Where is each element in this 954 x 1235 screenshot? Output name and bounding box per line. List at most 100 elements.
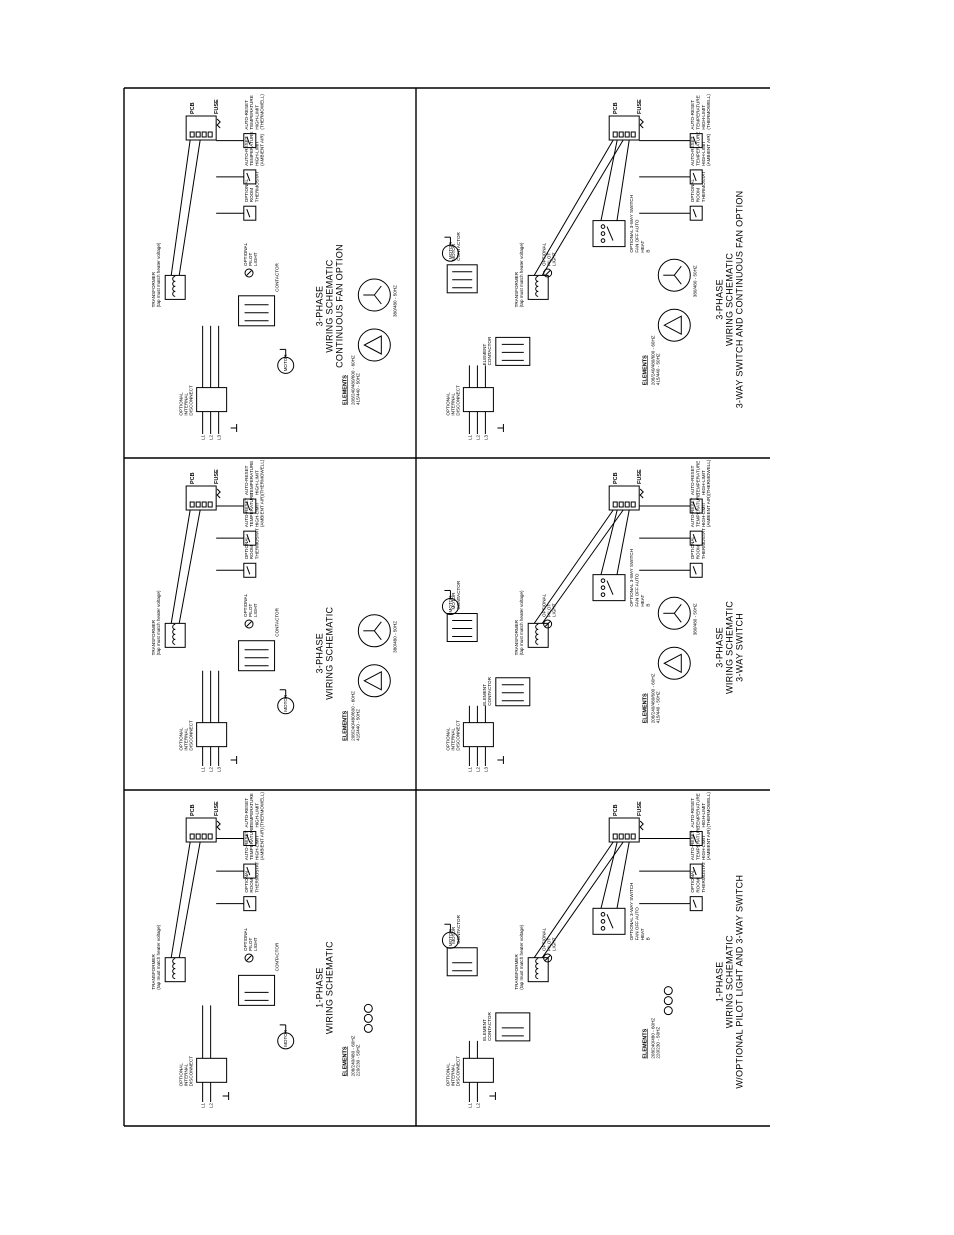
element-voltage-label: 415/440 - 50HZ bbox=[655, 353, 660, 385]
thermostat-label: HIGH-LIMIT bbox=[254, 835, 259, 860]
transformer-label: (tap must match heater voltage) bbox=[519, 242, 524, 307]
disconnect-label: DISCONNECT bbox=[189, 1056, 194, 1087]
elements-label: ELEMENTS bbox=[342, 711, 348, 741]
contactor-box bbox=[238, 974, 276, 1006]
transformer-coil bbox=[172, 633, 176, 640]
switch-label: HEAT bbox=[640, 240, 645, 252]
element-voltage-label: 380/480 - 50HZ bbox=[692, 603, 697, 635]
thermostat-label: OPTIONAL bbox=[244, 536, 249, 560]
pilot-light-label: PILOT bbox=[248, 604, 253, 617]
supply-line-label: L1 bbox=[467, 766, 472, 772]
motor-contactor-label: CONTACTOR bbox=[456, 580, 461, 609]
element-voltage-label: 380/480 - 50HZ bbox=[692, 265, 697, 297]
pilot-light-cross bbox=[246, 270, 252, 276]
pcb-label: PCB bbox=[613, 102, 619, 114]
thermostat-label: TEMPERATURE bbox=[696, 826, 701, 860]
element-voltage-label: 380/480 - 50HZ bbox=[392, 285, 397, 317]
thermostat-label: THERMOSTAT bbox=[254, 171, 259, 202]
pilot-light-label: LIGHT bbox=[253, 603, 258, 617]
thermostat-label: AUTO-RESET bbox=[690, 497, 695, 527]
switch-label: OPTIONAL 3-WAY SWITCH bbox=[629, 883, 634, 941]
disconnect-label: OPTIONAL bbox=[445, 392, 450, 416]
disconnect-box bbox=[196, 722, 228, 748]
disconnect-label: OPTIONAL bbox=[179, 1063, 184, 1087]
supply-line-label: L2 bbox=[475, 1102, 480, 1108]
pilot-light-cross bbox=[544, 270, 551, 276]
pilot-light-label: OPTIONAL bbox=[542, 927, 547, 951]
supply-line-label: L1 bbox=[201, 434, 206, 440]
three-way-switch-box bbox=[592, 907, 626, 935]
element-wye-frame bbox=[657, 596, 691, 630]
disconnect-label: DISCONNECT bbox=[189, 385, 194, 416]
switch-terminal bbox=[600, 926, 606, 931]
element-wye-icon bbox=[373, 621, 382, 632]
element-delta-icon bbox=[363, 670, 382, 691]
elements-label: ELEMENTS bbox=[342, 375, 348, 405]
element-voltage-label: 208/240/480/600 - 60HZ bbox=[650, 673, 655, 723]
fuse-icon bbox=[216, 820, 221, 831]
fuse-label: FUSE bbox=[214, 469, 220, 484]
control-wire bbox=[178, 139, 201, 276]
disconnect-label: INTERNAL bbox=[184, 392, 189, 415]
title-line: 1-PHASE bbox=[314, 967, 324, 1008]
supply-line-label: L1 bbox=[467, 434, 472, 440]
control-wire bbox=[178, 509, 201, 624]
transformer-coil bbox=[172, 628, 176, 635]
element-voltage-label: 208/240/480/600 - 60HZ bbox=[650, 335, 655, 385]
thermostat-box bbox=[689, 896, 703, 912]
transformer-label: TRANSFORMER bbox=[514, 954, 519, 990]
element-contactor-label: ELEMENT bbox=[482, 344, 487, 366]
element-voltage-label: 208/240/480 - 60HZ bbox=[350, 1035, 355, 1076]
fuse-label: FUSE bbox=[214, 801, 220, 816]
motor-contactor-label: CONTACTOR bbox=[456, 231, 461, 260]
disconnect-label: DISCONNECT bbox=[455, 385, 460, 416]
thermostat-label: AUTO-RESET bbox=[244, 497, 249, 527]
switch-label: FAN OFF AUTO bbox=[635, 907, 640, 941]
switch-contact bbox=[606, 226, 614, 241]
thermostat-box bbox=[689, 562, 703, 578]
contactor-box bbox=[238, 640, 276, 672]
switch-wire bbox=[616, 139, 630, 221]
title-line: WIRING SCHEMATIC bbox=[324, 941, 334, 1034]
elements-label: ELEMENTS bbox=[642, 693, 648, 723]
panel-grid bbox=[123, 87, 770, 1127]
element-voltage-label: 208/240/480 - 60HZ bbox=[650, 1018, 655, 1059]
title-line: WIRING SCHEMATIC bbox=[725, 253, 735, 346]
thermostat-label: HIGH-LIMIT bbox=[701, 502, 706, 527]
control-wire bbox=[541, 509, 624, 624]
switch-terminal bbox=[600, 585, 606, 590]
disconnect-box bbox=[462, 722, 494, 748]
switch-terminal bbox=[600, 919, 606, 924]
fuse-icon bbox=[639, 488, 644, 499]
title-line: 3-PHASE bbox=[715, 279, 725, 320]
thermostat-contact bbox=[692, 533, 697, 543]
transformer-coil bbox=[172, 290, 176, 297]
thermostat-label: TEMPERATURE bbox=[249, 95, 254, 129]
pilot-light-icon bbox=[244, 268, 254, 278]
transformer-coil bbox=[172, 963, 176, 970]
motor-label: MOTOR bbox=[283, 1029, 288, 1047]
switch-terminal bbox=[600, 578, 606, 583]
thermostat-label: ROOM bbox=[696, 188, 701, 202]
thermostat-label: ROOM bbox=[696, 545, 701, 559]
transformer-label: (tap must match heater voltage) bbox=[156, 242, 161, 307]
elements-label: ELEMENTS bbox=[342, 1046, 348, 1076]
element-voltage-label: 220/230 - 50HZ bbox=[356, 1044, 361, 1076]
motor-contactor-box bbox=[446, 947, 478, 977]
supply-line-label: L1 bbox=[467, 1102, 472, 1108]
pcb-terminal bbox=[624, 501, 630, 508]
transformer-coil bbox=[535, 628, 539, 635]
element-delta-icon bbox=[663, 653, 682, 674]
pcb-label: PCB bbox=[613, 472, 619, 484]
thermostat-label: AUTO-RESET bbox=[690, 465, 695, 495]
transformer-label: TRANSFORMER bbox=[151, 619, 156, 655]
thermostat-label: (AMBIENT AIR) bbox=[706, 495, 711, 528]
element-wye-icon bbox=[673, 274, 682, 285]
switch-label: OPTIONAL 3-WAY SWITCH bbox=[629, 195, 634, 253]
transformer-label: (tap must match heater voltage) bbox=[519, 924, 524, 989]
disconnect-box bbox=[462, 387, 494, 413]
